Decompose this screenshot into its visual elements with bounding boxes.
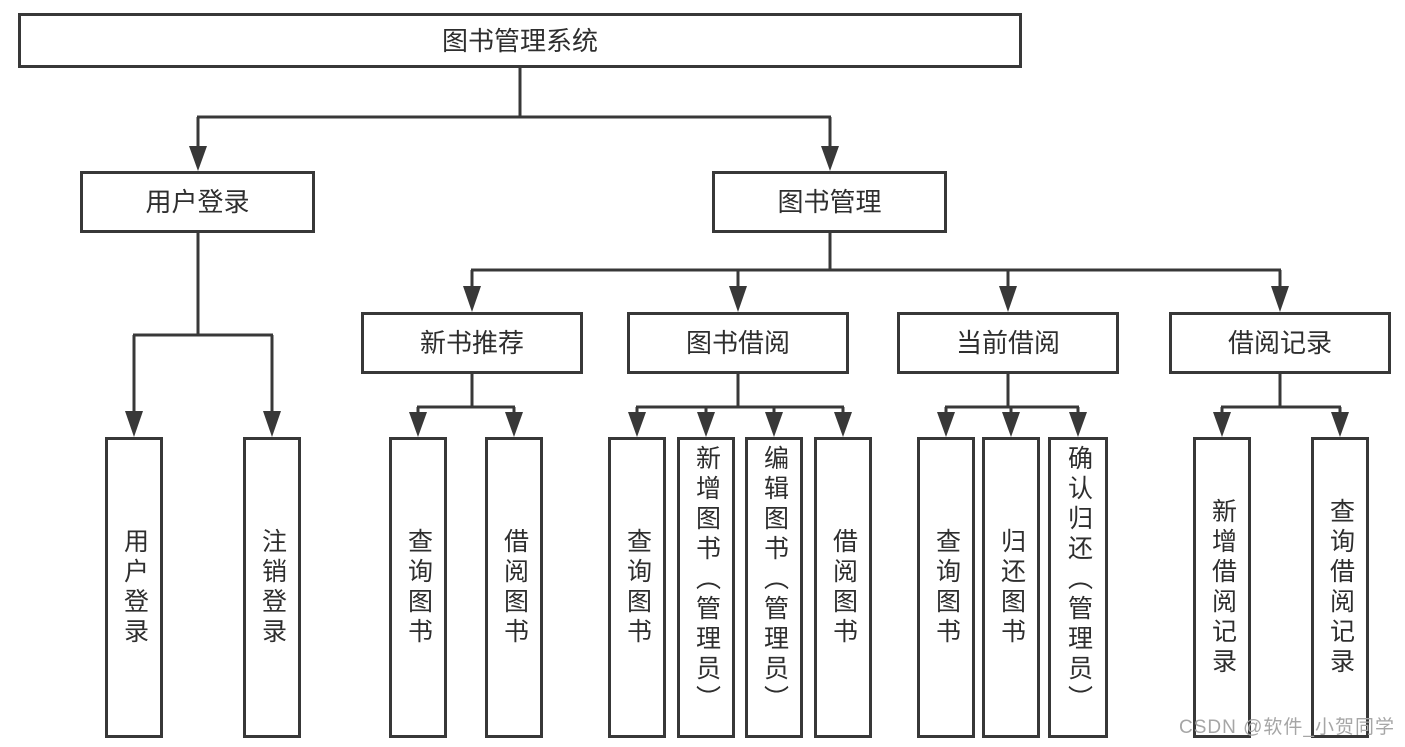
- leaf-logout: 注销登录: [243, 437, 301, 738]
- leaf-query-borrow-record: 查询借阅记录: [1311, 437, 1369, 738]
- connector-root-to-level2: [189, 68, 839, 171]
- leaf-add-borrow-record: 新增借阅记录: [1193, 437, 1251, 738]
- leaf-query-borrow-record-label: 查询借阅记录: [1326, 497, 1355, 678]
- node-book-borrow: 图书借阅: [627, 312, 849, 374]
- leaf-return-books: 归还图书: [982, 437, 1040, 738]
- leaf-query-books-recommend: 查询图书: [389, 437, 447, 738]
- leaf-edit-book-admin: 编辑图书（管理员）: [745, 437, 803, 738]
- node-new-book-recommend: 新书推荐: [361, 312, 583, 374]
- leaf-query-books-borrow: 查询图书: [608, 437, 666, 738]
- leaf-edit-book-admin-label: 编辑图书（管理员）: [760, 445, 789, 715]
- leaf-query-books-current: 查询图书: [917, 437, 975, 738]
- leaf-borrow-books-recommend-label: 借阅图书: [500, 527, 529, 648]
- leaf-query-books-current-label: 查询图书: [932, 527, 961, 648]
- connector-management-to-level3: [463, 233, 1289, 312]
- leaf-confirm-return-admin: 确认归还（管理员）: [1048, 437, 1108, 738]
- csdn-watermark: CSDN @软件_小贺同学: [1179, 717, 1395, 738]
- leaf-confirm-return-admin-label: 确认归还（管理员）: [1064, 445, 1093, 715]
- node-user-login: 用户登录: [80, 171, 315, 233]
- leaf-borrow-books-borrow-label: 借阅图书: [829, 527, 858, 648]
- connector-borrow-branch: [628, 374, 852, 437]
- leaf-add-book-admin: 新增图书（管理员）: [677, 437, 735, 738]
- node-current-borrow: 当前借阅: [897, 312, 1119, 374]
- leaf-user-login-label: 用户登录: [120, 527, 149, 648]
- connector-current-branch: [937, 374, 1087, 437]
- leaf-return-books-label: 归还图书: [997, 527, 1026, 648]
- node-book-management: 图书管理: [712, 171, 947, 233]
- leaf-user-login: 用户登录: [105, 437, 163, 738]
- leaf-borrow-books-borrow: 借阅图书: [814, 437, 872, 738]
- leaf-add-borrow-record-label: 新增借阅记录: [1208, 497, 1237, 678]
- connector-records-branch: [1213, 374, 1349, 437]
- leaf-add-book-admin-label: 新增图书（管理员）: [692, 445, 721, 715]
- node-borrow-records: 借阅记录: [1169, 312, 1391, 374]
- node-library-system: 图书管理系统: [18, 13, 1022, 68]
- connector-recommend-branch: [409, 374, 523, 437]
- leaf-query-books-recommend-label: 查询图书: [404, 527, 433, 648]
- leaf-logout-label: 注销登录: [258, 527, 287, 648]
- leaf-borrow-books-recommend: 借阅图书: [485, 437, 543, 738]
- connector-login-branch: [125, 233, 281, 437]
- leaf-query-books-borrow-label: 查询图书: [623, 527, 652, 648]
